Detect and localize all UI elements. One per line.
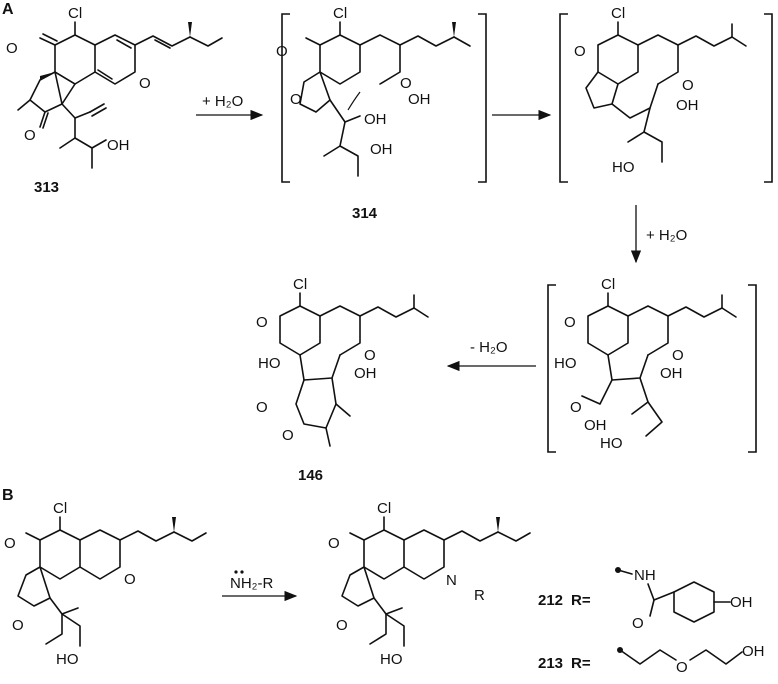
reagent-water-2: + H₂O [646,227,687,244]
reagent-minus-water: - H₂O [470,339,508,356]
molecule-314: O Cl O OH O OH OH 314 [276,5,471,222]
atom-o-313: O [6,40,18,57]
r-group-212: 212 R= NH O OH [538,567,753,632]
molecule-146: O Cl HO O OH O O 146 [256,276,429,484]
atom-o-ring-b1: O [124,571,136,588]
panel-label-a: A [2,1,14,18]
label-314: 314 [352,205,378,222]
label-313: 313 [34,179,59,196]
atom-cl-b2: Cl [377,500,391,517]
atom-o-ring-int1: O [682,77,694,94]
atom-o-b2: O [328,535,340,552]
atom-o-int1: O [574,43,586,60]
molecule-b-start: O Cl O O HO [4,500,207,668]
molecule-b-product: O Cl N R O HO [328,500,531,668]
atom-o-lactone-b2: O [336,617,348,634]
molecule-intermediate-1: O Cl O OH HO [574,5,747,176]
atom-o-ring-314: O [400,75,412,92]
label-212-r: R= [571,592,591,609]
atom-oh-212: OH [730,594,753,611]
reagent-water-1: + H₂O [202,93,243,110]
r-group-213: 213 R= O OH [538,643,765,676]
label-213-r: R= [571,655,591,672]
atom-cl-int1: Cl [611,5,625,22]
atom-ho-int2: HO [554,355,577,372]
atom-oh-enol-314: OH [364,111,387,128]
atom-ho-146: HO [258,355,281,372]
atom-o-146: O [256,314,268,331]
atom-cl-b1: Cl [53,500,67,517]
atom-o-int2: O [564,314,576,331]
atom-o-lactone-314: O [290,91,302,108]
atom-ho-int1: HO [612,159,635,176]
atom-oh-side-314: OH [370,141,393,158]
atom-cl-313: Cl [68,5,82,22]
atom-cl-int2: Cl [601,276,615,293]
atom-oh-213: OH [742,643,765,660]
atom-o-carbonyl-146: O [256,399,268,416]
atom-o-213: O [676,659,688,676]
label-146: 146 [298,467,323,484]
atom-o-ring-313: O [139,75,151,92]
atom-o-212: O [632,615,644,632]
atom-nh-212: NH [634,567,656,584]
atom-oh-146: OH [354,365,377,382]
label-212: 212 [538,592,563,609]
atom-ho-b1: HO [56,651,79,668]
atom-oh-int2: OH [660,365,683,382]
atom-o-lactone-313: O [24,127,36,144]
atom-o-ring-int2: O [672,347,684,364]
reagent-amine: NH₂-R [230,575,273,592]
atom-oh-int1: OH [676,97,699,114]
atom-ho-side-int2: HO [600,435,623,452]
atom-o-b1: O [4,535,16,552]
label-213: 213 [538,655,563,672]
atom-o-lactone-b1: O [12,617,24,634]
atom-cl-146: Cl [293,276,307,293]
atom-o-lactone-146: O [282,427,294,444]
atom-o-ring-146: O [364,347,376,364]
panel-label-b: B [2,487,14,504]
atom-oh-acid-int2: OH [584,417,607,434]
atom-o-314: O [276,43,288,60]
molecule-intermediate-2: O Cl HO O OH O OH HO [554,276,737,452]
atom-oh-hemiacetal-314: OH [408,91,431,108]
atom-ho-b2: HO [380,651,403,668]
atom-n-b2: N [446,572,457,589]
atom-oh-313: OH [107,137,130,154]
atom-cl-314: Cl [333,5,347,22]
atom-r-b2: R [474,587,485,604]
molecule-313: O Cl O O OH 313 [6,5,223,196]
atom-o-acid-int2: O [570,399,582,416]
